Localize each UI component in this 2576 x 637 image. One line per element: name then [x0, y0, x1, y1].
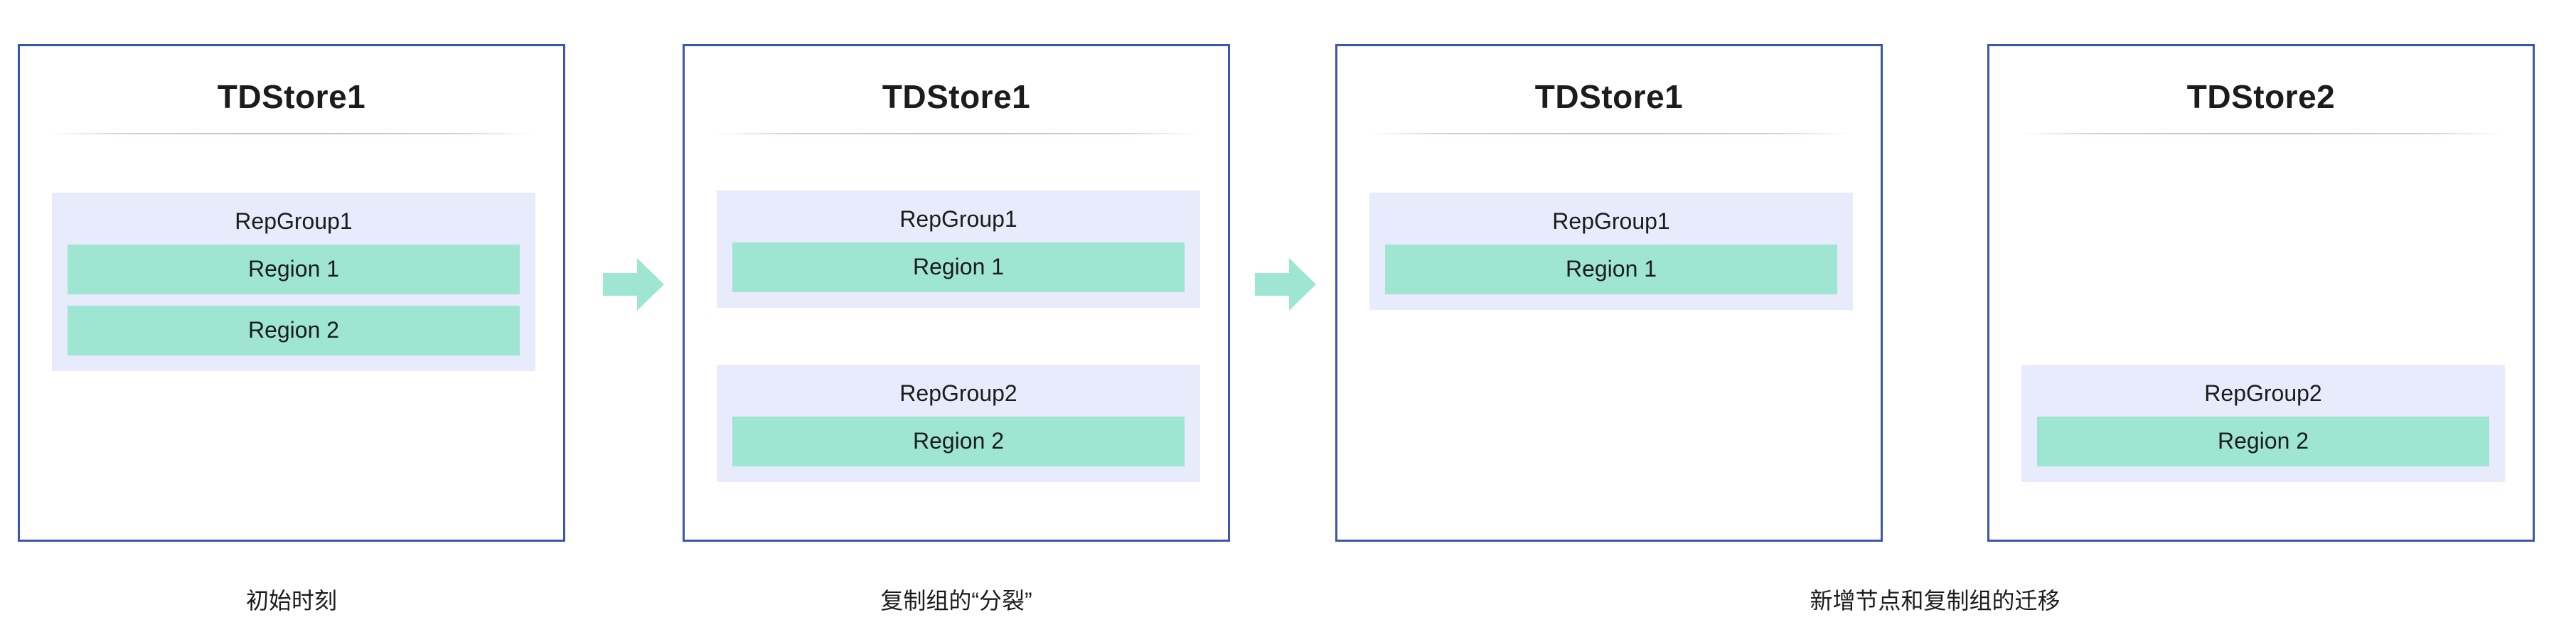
repgroup-block: RepGroup1 Region 1: [717, 191, 1200, 308]
region-item: Region 1: [732, 242, 1185, 292]
panel-tdstore1-initial: TDStore1 RepGroup1 Region 1 Region 2: [18, 44, 565, 542]
region-item: Region 2: [732, 417, 1185, 466]
repgroup-label: RepGroup1: [235, 208, 353, 234]
repgroup-block: RepGroup2 Region 2: [717, 365, 1200, 482]
panel-divider: [2019, 133, 2503, 134]
region-item: Region 2: [2037, 417, 2489, 466]
panel-title: TDStore1: [882, 78, 1031, 115]
arrow-split-icon: [603, 258, 664, 311]
panel-divider: [1367, 133, 1851, 134]
repgroup-block: RepGroup2 Region 2: [2021, 365, 2505, 482]
caption-split: 复制组的“分裂”: [880, 588, 1032, 614]
caption-migration: 新增节点和复制组的迁移: [1810, 588, 2061, 614]
repgroup-label: RepGroup1: [1552, 208, 1670, 234]
panel-divider: [50, 133, 533, 134]
repgroup-block: RepGroup1 Region 1 Region 2: [52, 193, 535, 371]
panel-title: TDStore1: [1534, 78, 1684, 115]
region-item: Region 1: [1385, 245, 1837, 294]
panel-title: TDStore2: [2186, 78, 2336, 115]
panel-title: TDStore1: [217, 78, 366, 115]
region-item: Region 2: [68, 306, 520, 355]
panel-tdstore1-split: TDStore1 RepGroup1 Region 1 RepGroup2 Re…: [683, 44, 1230, 542]
panel-tdstore1-after-migration: TDStore1 RepGroup1 Region 1: [1335, 44, 1883, 542]
repgroup-label: RepGroup2: [899, 380, 1017, 406]
region-item: Region 1: [68, 245, 520, 294]
panel-tdstore2-new-node: TDStore2 RepGroup2 Region 2: [1987, 44, 2535, 542]
caption-initial: 初始时刻: [245, 588, 337, 614]
panel-divider: [715, 133, 1198, 134]
repgroup-label: RepGroup1: [899, 206, 1017, 232]
repgroup-label: RepGroup2: [2204, 380, 2322, 406]
repgroup-block: RepGroup1 Region 1: [1369, 193, 1853, 310]
arrow-migrate-icon: [1255, 258, 1316, 311]
